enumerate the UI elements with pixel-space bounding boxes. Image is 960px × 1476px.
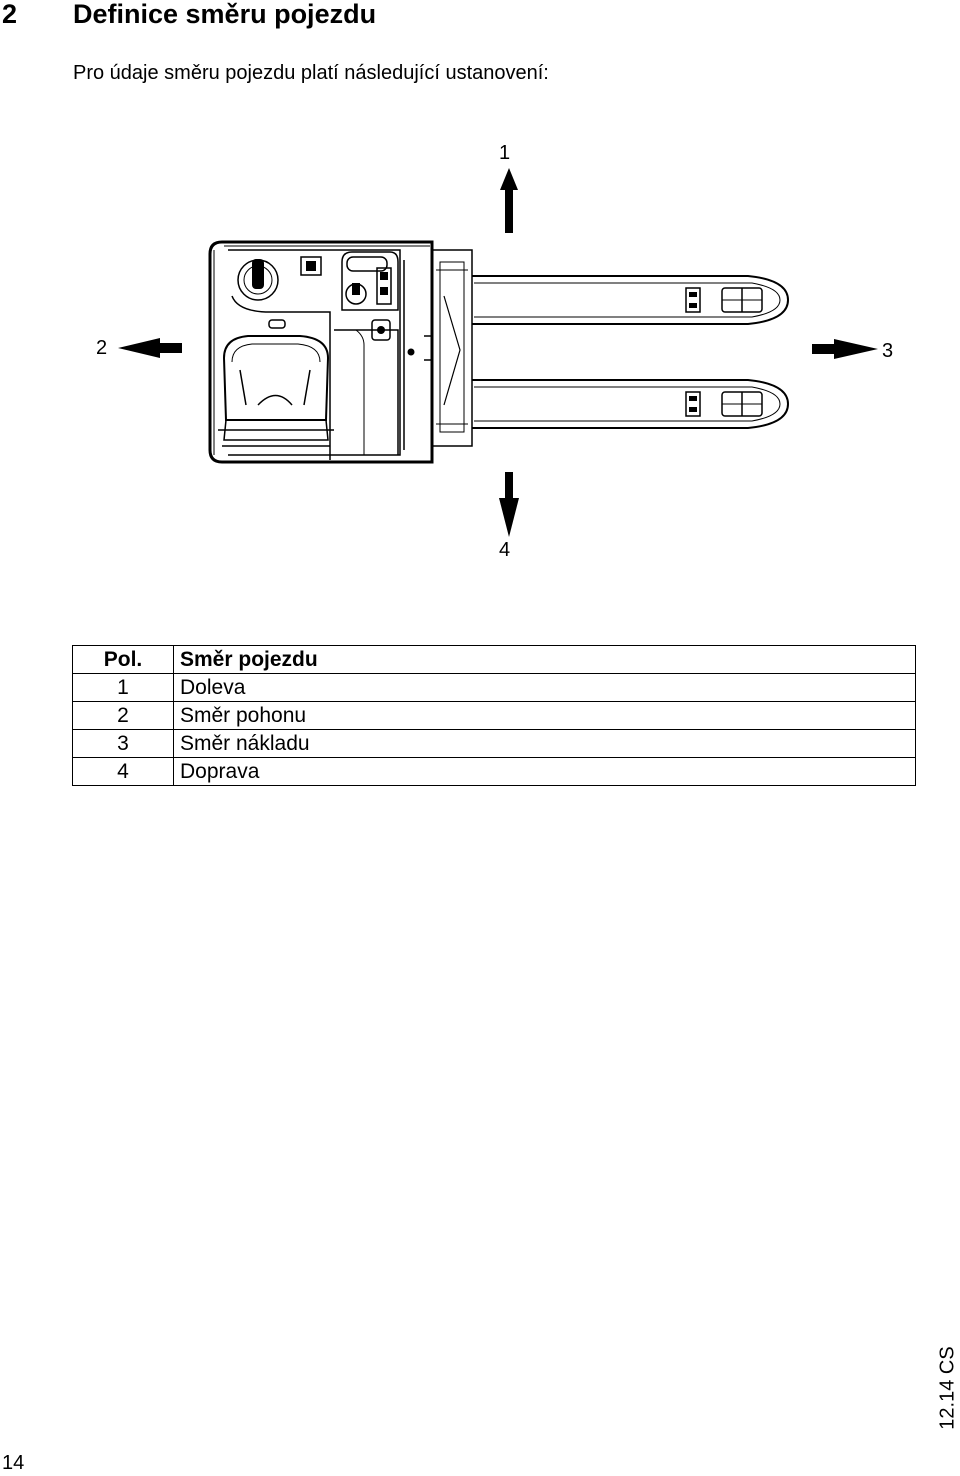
table-cell-pos: 2 xyxy=(72,701,174,730)
table-row: 3 Směr nákladu xyxy=(72,729,916,758)
direction-label-3: 3 xyxy=(882,340,894,362)
direction-label-4: 4 xyxy=(499,539,511,561)
arrow-left-icon xyxy=(118,338,182,358)
column-header-pos: Pol. xyxy=(72,645,174,674)
revision-label: 12.14 CS xyxy=(936,1346,959,1430)
column-header-direction: Směr pojezdu xyxy=(173,645,916,674)
table-row: 1 Doleva xyxy=(72,673,916,702)
table-cell-direction: Doleva xyxy=(173,673,916,702)
arrow-down-icon xyxy=(499,472,519,537)
arrow-up-icon xyxy=(500,168,518,233)
section-number: 2 xyxy=(2,0,18,29)
table-cell-direction: Směr nákladu xyxy=(173,729,916,758)
table-cell-direction: Směr pohonu xyxy=(173,701,916,730)
table-cell-direction: Doprava xyxy=(173,757,916,786)
pallet-truck-figure: 1 2 3 4 xyxy=(0,130,960,570)
truck-body xyxy=(208,240,790,464)
table-cell-pos: 1 xyxy=(72,673,174,702)
direction-label-2: 2 xyxy=(96,337,108,359)
table-row: 2 Směr pohonu xyxy=(72,701,916,730)
arrow-right-icon xyxy=(812,339,878,359)
table-cell-pos: 4 xyxy=(72,757,174,786)
direction-legend-table: Pol. Směr pojezdu 1 Doleva 2 Směr pohonu… xyxy=(72,645,916,786)
page-number: 14 xyxy=(2,1452,25,1474)
table-row: 4 Doprava xyxy=(72,757,916,786)
section-title: Definice směru pojezdu xyxy=(73,0,377,29)
direction-label-1: 1 xyxy=(499,142,511,164)
table-header-row: Pol. Směr pojezdu xyxy=(72,645,916,674)
truck-drawing xyxy=(118,168,878,537)
intro-text: Pro údaje směru pojezdu platí následujíc… xyxy=(73,62,549,84)
table-cell-pos: 3 xyxy=(72,729,174,758)
